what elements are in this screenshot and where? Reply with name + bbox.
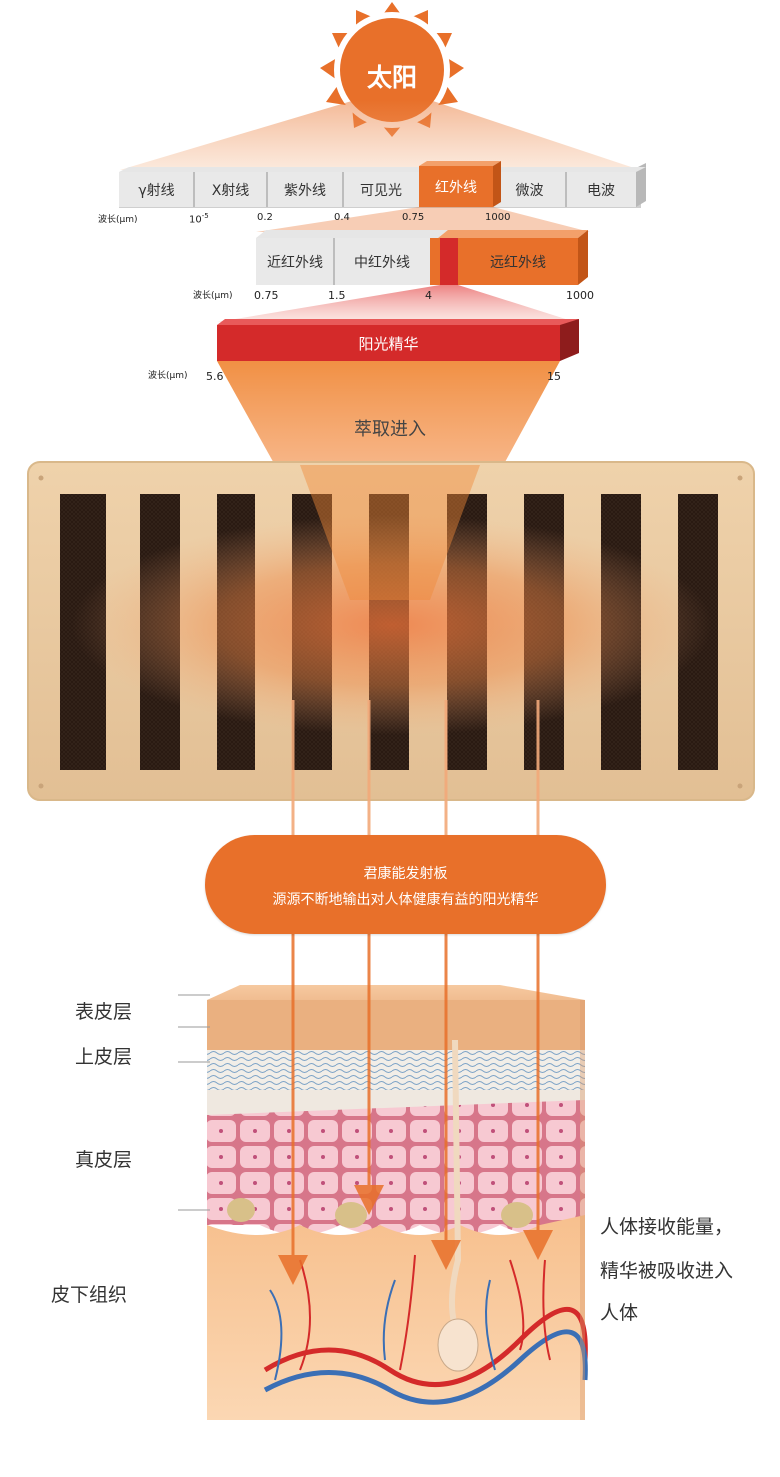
band-ultraviolet: 紫外线 [284,182,326,199]
absorb-arrows [278,934,553,1285]
band-xray: X射线 [211,182,250,199]
spectrum-wavelength-label: 波长(μm) [98,215,138,225]
infrared-tick: 0.75 [254,289,279,302]
infrared-bar [256,230,588,285]
panel-description: 源源不断地输出对人体健康有益的阳光精华 [272,892,539,908]
spectrum-tick: 0.4 [334,212,350,223]
essence-fan [217,285,575,322]
band-microwave: 微波 [515,182,544,199]
absorb-text-line-3: 人体 [600,1302,639,1324]
spectrum-tick: 1000 [485,212,511,223]
band-visible: 可见光 [360,182,402,199]
absorb-text-line-1: 人体接收能量， [600,1216,734,1238]
essence-wavelength-label: 波长(μm) [148,371,188,381]
spectrum-tick: 10-5 [189,212,209,226]
essence-tick: 15 [547,370,561,383]
essence-tick: 5.6 [206,370,224,383]
band-near-infrared: 近红外线 [267,254,323,271]
band-mid-infrared: 中红外线 [354,254,410,271]
skin-diagram [207,985,588,1420]
panel-callout: 君康能发射板 源源不断地输出对人体健康有益的阳光精华 [205,835,606,934]
spectrum-tick: 0.75 [402,212,425,223]
infrared-tick: 1.5 [328,289,346,302]
infrared-tick: 1000 [566,289,594,302]
layer-epidermis: 表皮层 [75,1001,133,1023]
essence-label: 阳光精华 [358,335,419,353]
infrared-fan [256,207,590,232]
essence-bar [217,319,579,361]
band-gamma: γ射线 [138,182,175,199]
emitter-panel [27,461,755,801]
extract-label: 萃取进入 [354,419,426,440]
layer-dermis: 真皮层 [75,1149,133,1171]
spectrum-tick: 0.2 [257,212,273,223]
sun-label: 太阳 [366,63,417,92]
band-radio: 电波 [587,182,615,199]
band-infrared: 红外线 [435,179,477,196]
panel-name: 君康能发射板 [363,866,448,882]
infrared-wavelength-label: 波长(μm) [193,291,233,301]
panel-rays [291,700,540,835]
layer-subcutaneous: 皮下组织 [51,1284,128,1306]
sun-rays [120,100,640,170]
band-far-infrared: 远红外线 [490,254,546,271]
layer-leaders [178,994,210,1211]
spectrum-bar [119,161,646,208]
infrared-tick: 4 [425,289,432,302]
layer-upper-epidermis: 上皮层 [75,1046,133,1068]
absorb-text-line-2: 精华被吸收进入 [600,1260,734,1282]
